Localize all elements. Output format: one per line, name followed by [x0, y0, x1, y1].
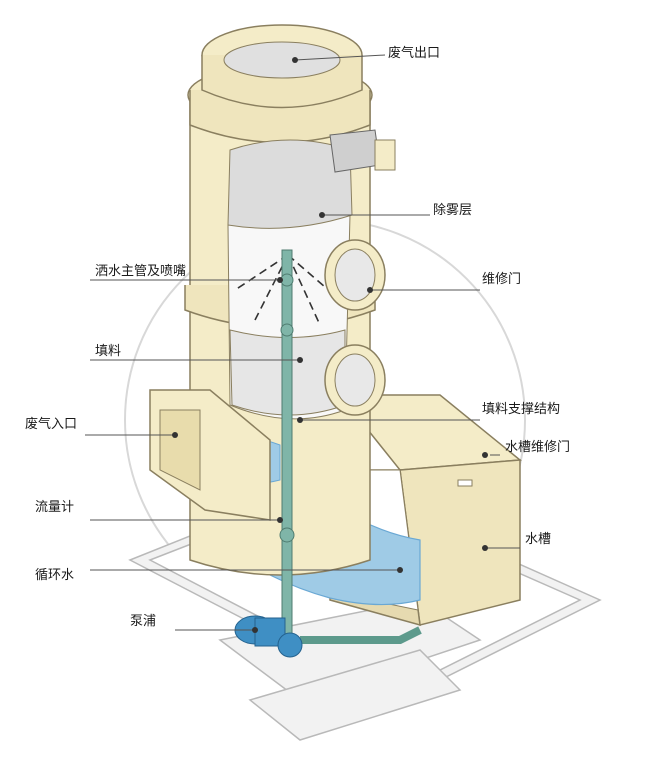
leader-lines	[85, 54, 520, 631]
label-spray-pipe: 洒水主管及喷嘴	[95, 264, 187, 279]
leader-dots	[172, 57, 488, 633]
inlet-duct	[149, 389, 271, 521]
label-tank-door: 水槽维修门	[505, 440, 571, 455]
label-packing: 填料	[95, 344, 122, 359]
label-maintenance-door: 维修门	[482, 272, 522, 287]
leader-exhaust-outlet	[294, 54, 386, 61]
label-packing-support: 填料支撑结构	[482, 402, 561, 417]
label-pump: 泵浦	[130, 614, 157, 629]
outlet-grate	[223, 41, 341, 79]
label-flow-meter: 流量计	[35, 500, 75, 515]
label-exhaust-outlet: 废气出口	[388, 46, 441, 61]
label-demister: 除雾层	[433, 203, 473, 218]
label-exhaust-inlet: 废气入口	[25, 417, 78, 432]
label-tank: 水槽	[525, 532, 552, 547]
label-circulating-water: 循环水	[35, 568, 75, 583]
